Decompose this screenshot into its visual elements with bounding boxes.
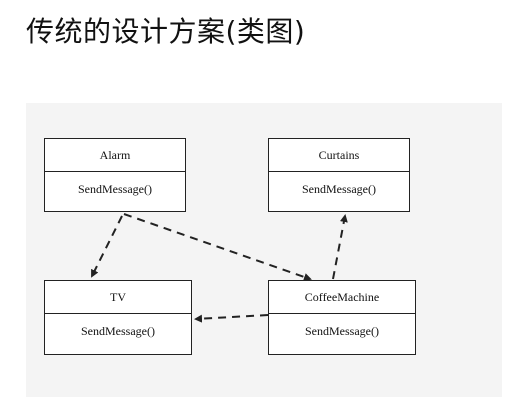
slide-title: 传统的设计方案(类图): [26, 15, 306, 48]
class-name-curtains: Curtains: [269, 139, 409, 172]
class-box-tv: TV SendMessage(): [44, 280, 192, 355]
class-box-alarm: Alarm SendMessage(): [44, 138, 186, 212]
class-box-coffeemachine: CoffeeMachine SendMessage(): [268, 280, 416, 355]
class-name-coffeemachine: CoffeeMachine: [269, 281, 415, 314]
class-method-tv: SendMessage(): [81, 324, 155, 338]
class-name-tv: TV: [45, 281, 191, 314]
class-method-curtains: SendMessage(): [302, 182, 376, 196]
class-method-coffeemachine: SendMessage(): [305, 324, 379, 338]
class-box-curtains: Curtains SendMessage(): [268, 138, 410, 212]
class-method-alarm: SendMessage(): [78, 182, 152, 196]
class-name-alarm: Alarm: [45, 139, 185, 172]
